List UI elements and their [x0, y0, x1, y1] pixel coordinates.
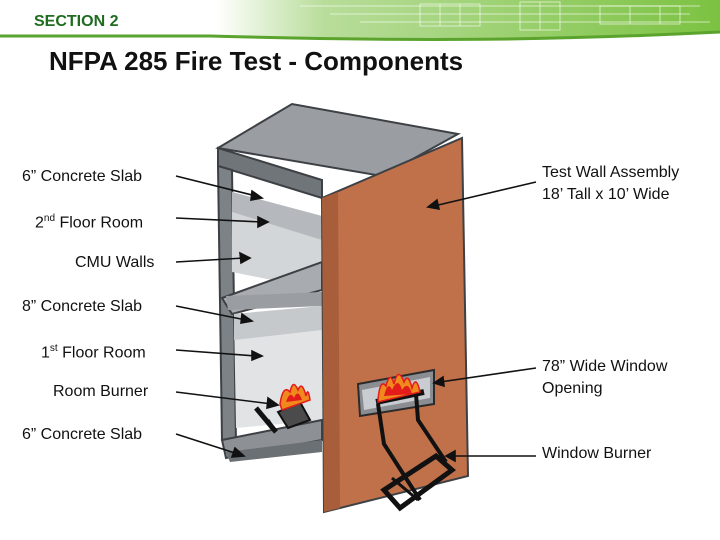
leader-arrows	[175, 175, 537, 463]
label-window-line2: Opening	[542, 380, 603, 397]
label-window-line1: 78” Wide Window	[542, 358, 668, 375]
section-label: SECTION 2	[34, 13, 119, 30]
label-first-floor-room: 1st Floor Room	[41, 338, 146, 364]
label-second-floor-sup: nd	[43, 213, 56, 224]
label-second-floor-text: Floor Room	[55, 214, 144, 232]
label-first-floor-num: 1	[41, 344, 50, 362]
label-test-wall-line1: Test Wall Assembly	[542, 164, 680, 181]
label-first-floor-text: Floor Room	[57, 344, 146, 362]
label-test-wall-line2: 18’ Tall x 10’ Wide	[542, 186, 670, 203]
window-burner-graphic	[375, 373, 456, 512]
label-window-opening: 78” Wide Window Opening	[542, 356, 667, 400]
slide-title: NFPA 285 Fire Test - Components	[49, 46, 464, 76]
label-window-burner: Window Burner	[542, 445, 652, 462]
label-second-floor-num: 2	[35, 214, 44, 232]
label-top-slab: 6” Concrete Slab	[22, 168, 143, 185]
label-room-burner: Room Burner	[53, 383, 149, 400]
label-second-floor-room: 2nd Floor Room	[35, 208, 143, 234]
top-slab-top	[215, 102, 461, 178]
test-rig	[215, 102, 461, 462]
room-burner-graphic	[254, 383, 312, 434]
label-bottom-slab: 6” Concrete Slab	[22, 426, 143, 443]
label-cmu-walls: CMU Walls	[75, 254, 155, 271]
label-first-floor-sup: st	[49, 343, 58, 354]
label-test-wall-assembly: Test Wall Assembly 18’ Tall x 10’ Wide	[542, 162, 679, 206]
header-banner	[0, 0, 720, 41]
label-mid-slab: 8” Concrete Slab	[22, 298, 143, 315]
